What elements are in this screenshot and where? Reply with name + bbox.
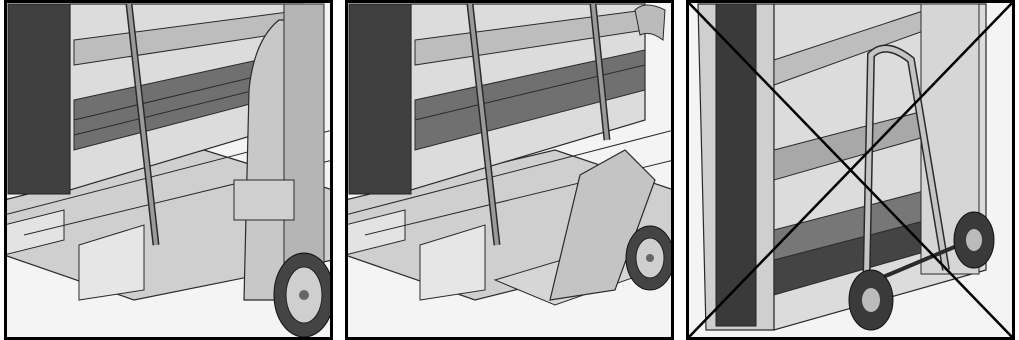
illustration-panel-3 (686, 0, 1015, 340)
illustration-panel-1 (4, 0, 333, 340)
hand-truck-crossed-illustration (686, 0, 1015, 340)
pallet-jack-forks-illustration (345, 0, 674, 340)
pallet-jack-rack-illustration (4, 0, 333, 340)
illustration-panel-2 (345, 0, 674, 340)
